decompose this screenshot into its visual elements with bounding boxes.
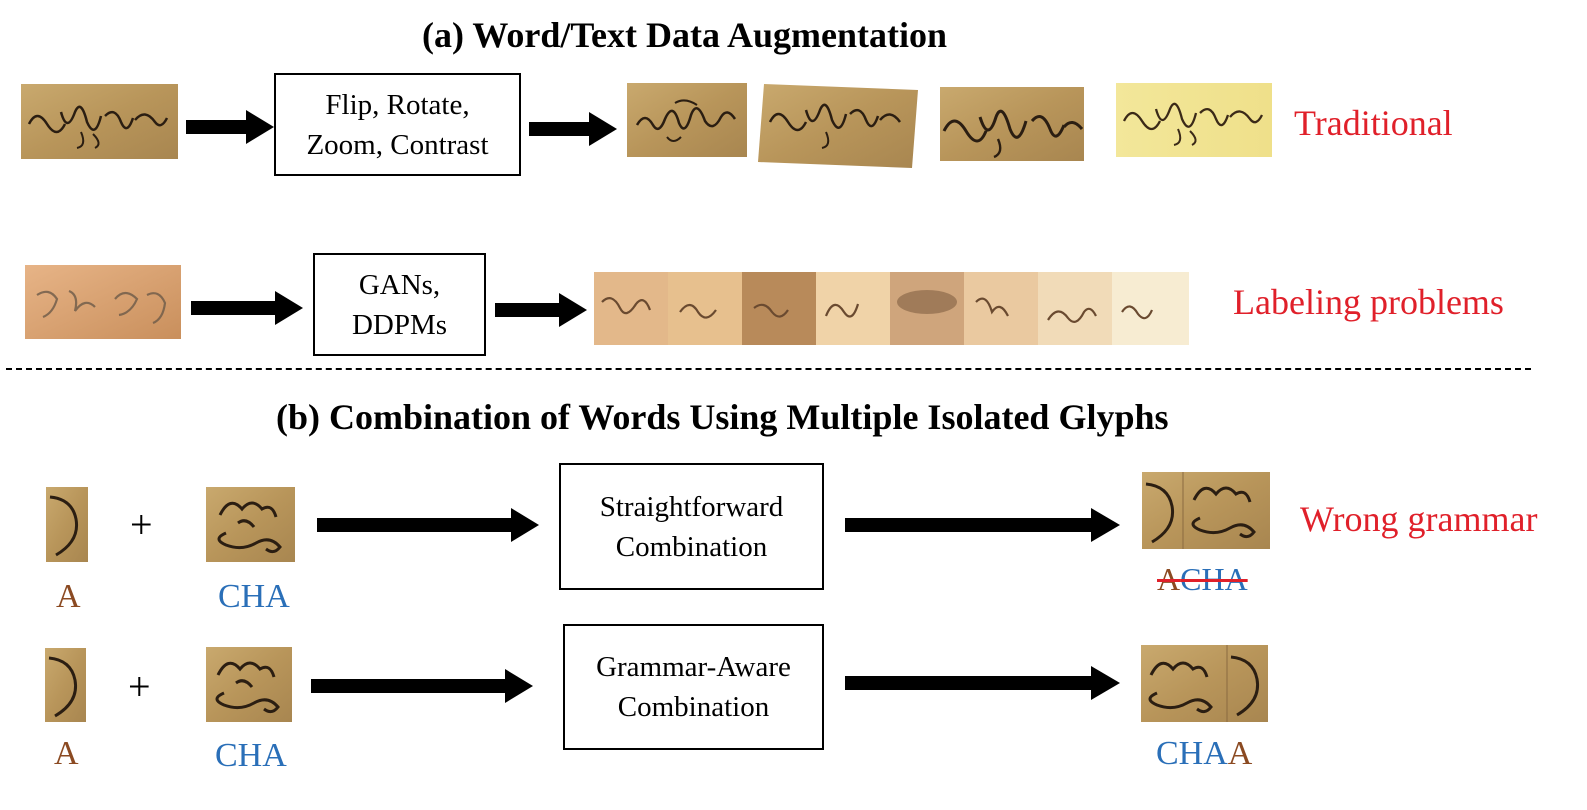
section-divider — [6, 368, 1531, 370]
glyph-a-label: A — [56, 578, 81, 615]
combined-chaa-image — [1141, 645, 1268, 722]
glyph-cha-label: CHA — [215, 737, 287, 774]
flipped-word-image — [627, 83, 747, 157]
input-word-image — [21, 84, 178, 159]
chaa-label-cha: CHA — [1156, 735, 1228, 772]
box-line: Flip, Rotate, — [325, 88, 470, 121]
arrow-icon — [311, 669, 533, 703]
grammar-aware-combination-box: Grammar-Aware Combination — [563, 624, 824, 750]
glyph-cha-label: CHA — [218, 578, 290, 615]
box-line: Straightforward — [599, 490, 784, 523]
acha-label: ACHA — [1157, 561, 1248, 598]
section-a-title: (a) Word/Text Data Augmentation — [422, 15, 948, 55]
acha-label-a: A — [1157, 561, 1181, 597]
rotated-word-image — [758, 84, 918, 168]
arrow-icon — [529, 112, 617, 146]
labeling-problems-label: Labeling problems — [1233, 282, 1504, 322]
contrast-word-image — [1116, 83, 1272, 157]
combined-acha-image — [1142, 472, 1270, 549]
traditional-label: Traditional — [1294, 103, 1453, 143]
arrow-icon — [191, 291, 303, 325]
input-word-image — [25, 265, 181, 339]
glyph-a-image — [46, 487, 88, 562]
box-line: Grammar-Aware — [596, 651, 791, 683]
arrow-icon — [845, 508, 1120, 542]
glyph-cha-image — [206, 487, 295, 562]
glyph-cha-image — [206, 647, 292, 722]
box-line: Combination — [615, 530, 768, 563]
section-b-title: (b) Combination of Words Using Multiple … — [276, 397, 1169, 437]
chaa-label-a: A — [1227, 735, 1253, 772]
traditional-augmentation-box: Flip, Rotate, Zoom, Contrast — [274, 73, 521, 176]
arrow-icon — [845, 666, 1120, 700]
generated-samples-strip — [594, 272, 1189, 345]
straightforward-combination-box: Straightforward Combination — [559, 463, 824, 590]
wrong-grammar-label: Wrong grammar — [1300, 499, 1538, 539]
chaa-label: CHAA — [1156, 735, 1252, 773]
arrow-icon — [495, 293, 587, 327]
generative-augmentation-box: GANs, DDPMs — [313, 253, 486, 356]
box-line: DDPMs — [351, 308, 448, 341]
box-line: Combination — [617, 691, 770, 723]
acha-label-cha: CHA — [1180, 561, 1248, 597]
glyph-a-image — [45, 648, 86, 722]
box-line: Zoom, Contrast — [306, 128, 489, 161]
arrow-icon — [317, 508, 539, 542]
zoomed-word-image — [940, 87, 1084, 161]
box-line: GANs, — [358, 268, 441, 301]
plus-sign: + — [128, 664, 151, 709]
plus-sign: + — [130, 502, 153, 547]
glyph-a-label: A — [54, 735, 79, 772]
arrow-icon — [186, 110, 274, 144]
